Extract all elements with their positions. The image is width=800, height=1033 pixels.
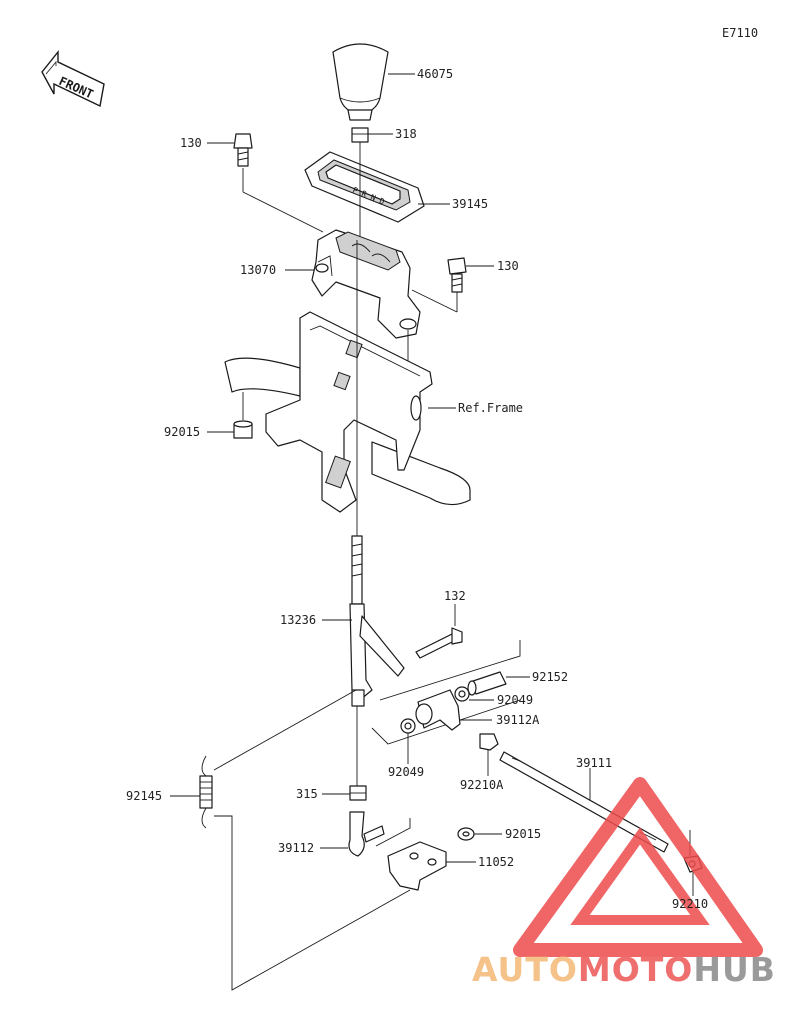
part-label: 13070 [240, 263, 277, 277]
part-label: Ref.Frame [458, 401, 524, 415]
nut-318 [351, 127, 393, 143]
part-label: 318 [395, 127, 417, 141]
watermark-brand: AUTOMOTOHUB [472, 950, 776, 989]
bolt-130-right [411, 257, 494, 313]
bolt-130-left [207, 133, 324, 233]
part-label: 92015 [164, 425, 201, 439]
part-label: 39145 [452, 197, 489, 211]
part-label: 39112A [496, 713, 540, 727]
part-label: 315 [296, 787, 318, 801]
part-label: 13236 [280, 613, 317, 627]
part-label: 92015 [505, 827, 542, 841]
shift-bracket-cover [285, 229, 421, 380]
part-label: 130 [497, 259, 519, 273]
part-label: 46075 [417, 67, 454, 81]
front-arrow-icon: FRONT [41, 50, 105, 108]
part-label: 39112 [278, 841, 315, 855]
brand-moto: MOTO [577, 950, 694, 989]
part-label: 132 [444, 589, 466, 603]
ball-joint [320, 811, 411, 857]
part-label: 92152 [532, 670, 569, 684]
bolt-132 [415, 604, 463, 659]
brand-hub: HUB [693, 950, 776, 989]
watermark-logo-icon [513, 777, 763, 957]
gate-plate: P R N D [304, 142, 450, 236]
diagram-code: E7110 [722, 26, 759, 40]
bracket-11052 [387, 841, 476, 891]
shift-lever [213, 240, 405, 786]
shift-knob [332, 43, 415, 121]
part-label: 92049 [388, 765, 425, 779]
part-label: 92210A [460, 778, 504, 792]
part-label: 92049 [497, 693, 534, 707]
nut-92015-upper [207, 392, 253, 439]
part-label: 92210 [672, 897, 709, 911]
nut-92015-lower [457, 827, 502, 841]
nut-315 [322, 785, 367, 801]
part-label: 39111 [576, 756, 613, 770]
spring [170, 755, 411, 991]
brand-auto: AUTO [472, 950, 578, 989]
part-label: 130 [180, 136, 202, 150]
part-label: 92145 [126, 789, 163, 803]
bushing-panel [371, 640, 530, 776]
frame-bracket [224, 311, 471, 513]
part-label: 11052 [478, 855, 515, 869]
